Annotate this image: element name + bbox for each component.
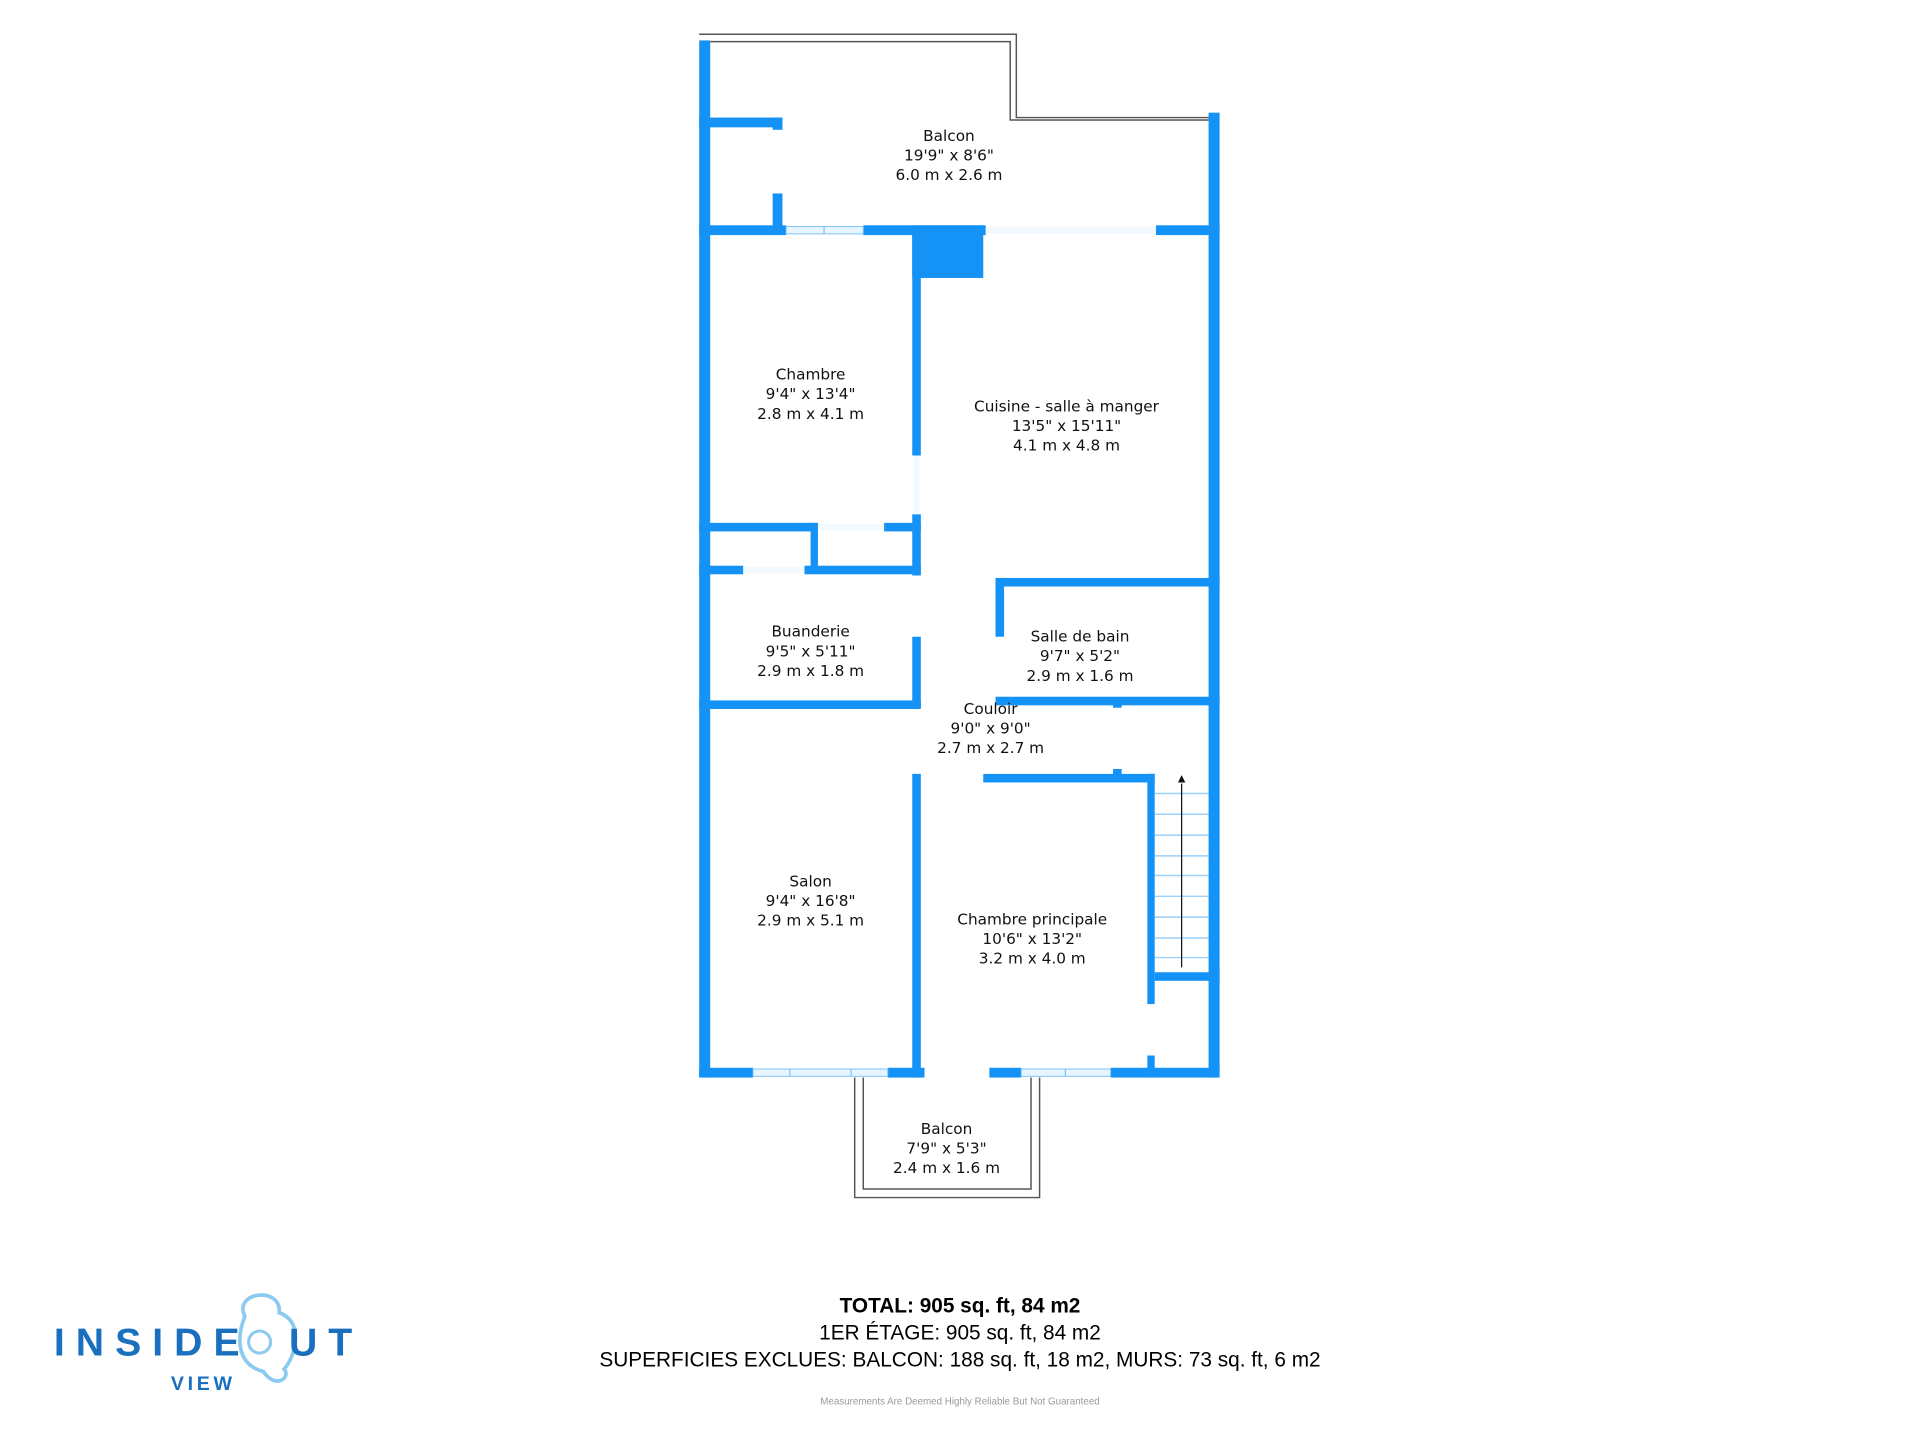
room-size-imperial: 9'5" x 5'11" (766, 642, 856, 660)
room-couloir: Couloir 9'0" x 9'0" 2.7 m x 2.7 m (937, 700, 1044, 757)
floor-area: 1ER ÉTAGE: 905 sq. ft, 84 m2 (819, 1322, 1101, 1345)
excluded-area: SUPERFICIES EXCLUES: BALCON: 188 sq. ft,… (599, 1349, 1320, 1372)
total-area: TOTAL: 905 sq. ft, 84 m2 (840, 1295, 1081, 1318)
room-salle-de-bain: Salle de bain 9'7" x 5'2" 2.9 m x 1.6 m (1027, 628, 1134, 685)
logo-text-out: UT (289, 1322, 363, 1365)
room-size-metric: 4.1 m x 4.8 m (1013, 437, 1120, 455)
room-size-metric: 2.9 m x 5.1 m (757, 912, 864, 930)
room-buanderie: Buanderie 9'5" x 5'11" 2.9 m x 1.8 m (757, 623, 864, 680)
walls (699, 40, 1220, 1078)
room-size-imperial: 9'4" x 13'4" (766, 385, 856, 403)
room-size-metric: 6.0 m x 2.6 m (895, 166, 1002, 184)
area-summary: TOTAL: 905 sq. ft, 84 m2 1ER ÉTAGE: 905 … (599, 1295, 1320, 1408)
room-size-metric: 2.9 m x 1.6 m (1027, 667, 1134, 685)
logo-text-inside: INSIDE (54, 1322, 251, 1365)
room-name: Cuisine - salle à manger (974, 397, 1160, 415)
room-size-imperial: 10'6" x 13'2" (982, 930, 1082, 948)
room-size-metric: 2.4 m x 1.6 m (893, 1159, 1000, 1177)
logo-text-view: VIEW (171, 1373, 236, 1395)
room-chambre-principale: Chambre principale 10'6" x 13'2" 3.2 m x… (957, 910, 1107, 967)
room-size-metric: 2.7 m x 2.7 m (937, 739, 1044, 757)
room-name: Salon (789, 873, 831, 891)
room-chambre: Chambre 9'4" x 13'4" 2.8 m x 4.1 m (757, 366, 864, 423)
room-name: Buanderie (771, 623, 849, 641)
room-size-metric: 3.2 m x 4.0 m (979, 950, 1086, 968)
room-name: Chambre (776, 366, 846, 384)
room-size-imperial: 9'7" x 5'2" (1040, 647, 1120, 665)
windows (752, 226, 1112, 1077)
door-openings (743, 226, 1156, 574)
room-name: Balcon (921, 1120, 973, 1138)
room-salon: Salon 9'4" x 16'8" 2.9 m x 5.1 m (757, 873, 864, 930)
room-balcon-bottom: Balcon 7'9" x 5'3" 2.4 m x 1.6 m (893, 1120, 1000, 1177)
camera-swirl-icon (238, 1293, 298, 1383)
room-name: Couloir (964, 700, 1019, 718)
room-size-imperial: 9'4" x 16'8" (766, 892, 856, 910)
room-balcon-top: Balcon 19'9" x 8'6" 6.0 m x 2.6 m (895, 127, 1002, 184)
disclaimer: Measurements Are Deemed Highly Reliable … (820, 1396, 1099, 1407)
room-size-metric: 2.9 m x 1.8 m (757, 662, 864, 680)
room-size-imperial: 19'9" x 8'6" (904, 146, 994, 164)
room-size-imperial: 9'0" x 9'0" (951, 719, 1031, 737)
room-size-imperial: 13'5" x 15'11" (1012, 417, 1121, 435)
room-name: Balcon (923, 127, 975, 145)
room-size-metric: 2.8 m x 4.1 m (757, 405, 864, 423)
room-cuisine: Cuisine - salle à manger 13'5" x 15'11" … (974, 397, 1160, 454)
room-name: Salle de bain (1031, 628, 1130, 646)
balcony-railing-top (699, 33, 1216, 121)
staircase (1154, 775, 1209, 968)
room-size-imperial: 7'9" x 5'3" (906, 1139, 986, 1157)
stair-arrow-icon (1177, 775, 1186, 783)
insideout-logo: INSIDE UT VIEW (54, 1293, 363, 1395)
room-name: Chambre principale (957, 910, 1107, 928)
balcony-railing-bottom (853, 1077, 1041, 1199)
